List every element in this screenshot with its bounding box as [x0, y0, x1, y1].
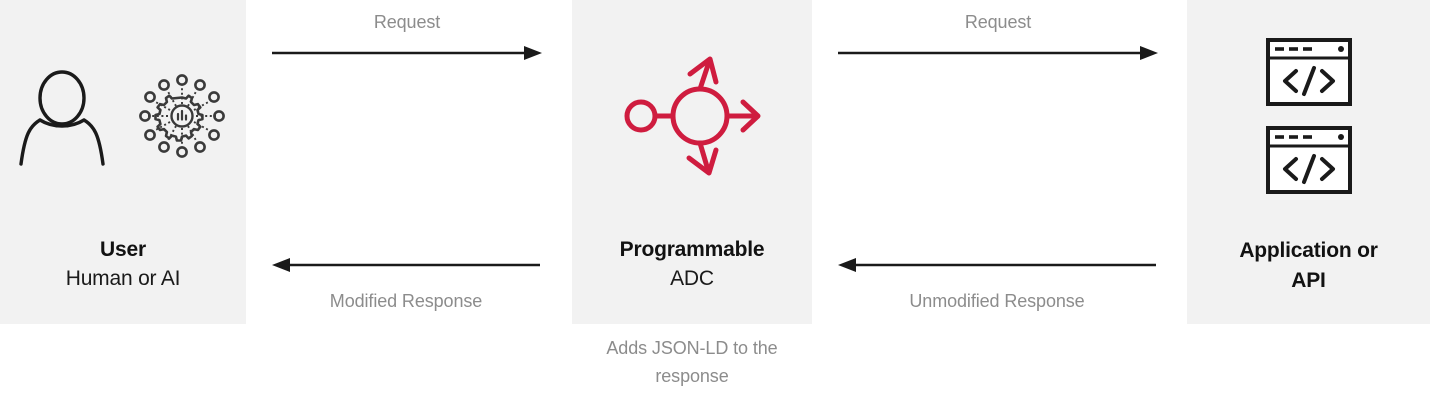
panel-adc-subtitle: ADC: [670, 267, 714, 290]
panel-user: User Human or AI: [0, 0, 246, 324]
panel-adc-title: Programmable: [619, 238, 765, 261]
flow-label-request-adc-to-app: Request: [964, 12, 1032, 32]
panel-user-title: User: [100, 238, 146, 261]
panel-app-labels: Application or API: [1187, 236, 1430, 296]
adc-caption: Adds JSON-LD to the response: [572, 334, 812, 390]
adc-caption-line-1: Adds JSON-LD to the: [606, 338, 778, 358]
code-window-icon: [1265, 126, 1352, 194]
panel-user-icons: [0, 0, 246, 232]
flow-label-request-user-to-adc: Request: [373, 12, 441, 32]
person-icon: [16, 64, 108, 168]
arrow-right-icon: [272, 44, 542, 62]
panel-user-subtitle: Human or AI: [65, 267, 181, 290]
panel-app-title-line-1: Application or: [1239, 239, 1378, 262]
panel-app-title-line-2: API: [1291, 269, 1326, 292]
arrow-left-icon: [272, 256, 540, 274]
flow-label-response-app-to-adc: Unmodified Response: [909, 291, 1085, 311]
panel-adc-labels: Programmable ADC: [572, 236, 812, 294]
panel-adc: Programmable ADC: [572, 0, 812, 324]
panel-user-labels: User Human or AI: [0, 236, 246, 294]
arrow-right-icon: [838, 44, 1158, 62]
adc-caption-line-2: response: [655, 366, 729, 386]
panel-app: Application or API: [1187, 0, 1430, 324]
panel-adc-icons: [572, 0, 812, 232]
arrow-left-icon: [838, 256, 1156, 274]
network-gear-icon: [134, 68, 230, 164]
flow-label-response-adc-to-user: Modified Response: [329, 291, 483, 311]
code-window-icon: [1265, 38, 1352, 106]
panel-app-icons: [1187, 0, 1430, 232]
load-balancer-arrows-icon: [617, 46, 767, 186]
